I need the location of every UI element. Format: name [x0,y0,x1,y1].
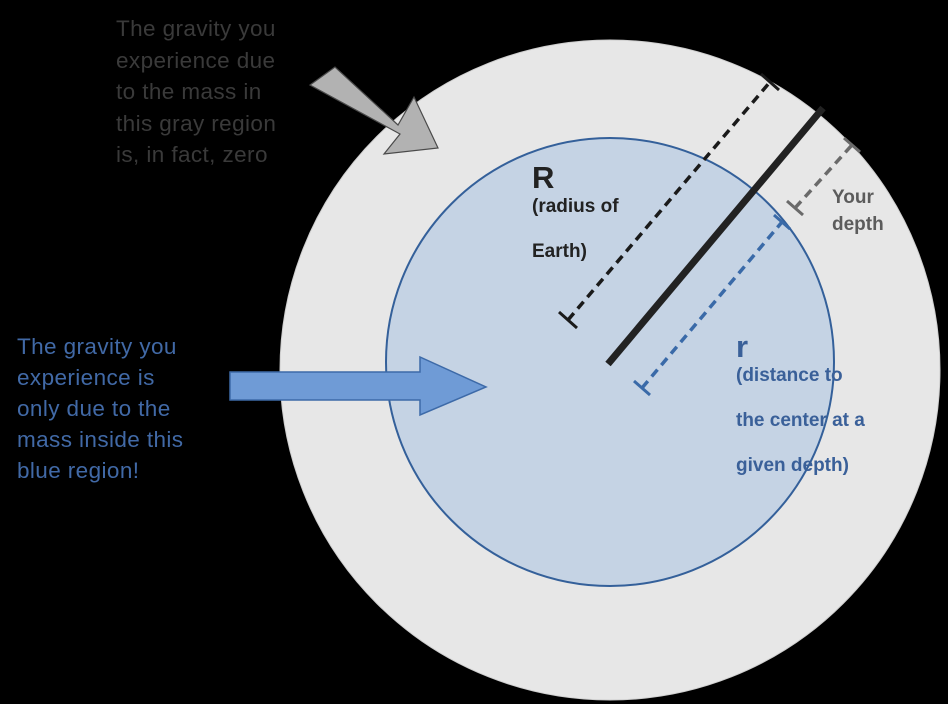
inner-radius-desc-line2: the center at a [736,410,865,431]
earth-radius-desc-line2: Earth) [532,241,587,262]
inner-radius-label: r (distance to the center at a given dep… [736,313,936,479]
earth-radius-measure [558,72,780,330]
earth-radius-symbol: R [532,160,555,195]
surface-radius-line [605,105,826,367]
inner-radius-symbol: r [736,329,749,364]
blue-region-arrow [229,355,488,417]
inner-radius-measure [633,213,791,397]
blue-region-note: The gravity you experience is only due t… [17,334,184,483]
earth-radius-desc-line1: (radius of [532,196,619,217]
gray-region-arrow [308,66,439,155]
gray-region-note: The gravity you experience due to the ma… [116,16,277,167]
depth-measure [786,136,861,217]
earth-radius-label: R (radius of Earth) [532,144,702,265]
depth-label: Your depth [832,187,884,235]
inner-radius-desc-line1: (distance to [736,365,843,386]
inner-radius-desc-line3: given depth) [736,455,849,476]
